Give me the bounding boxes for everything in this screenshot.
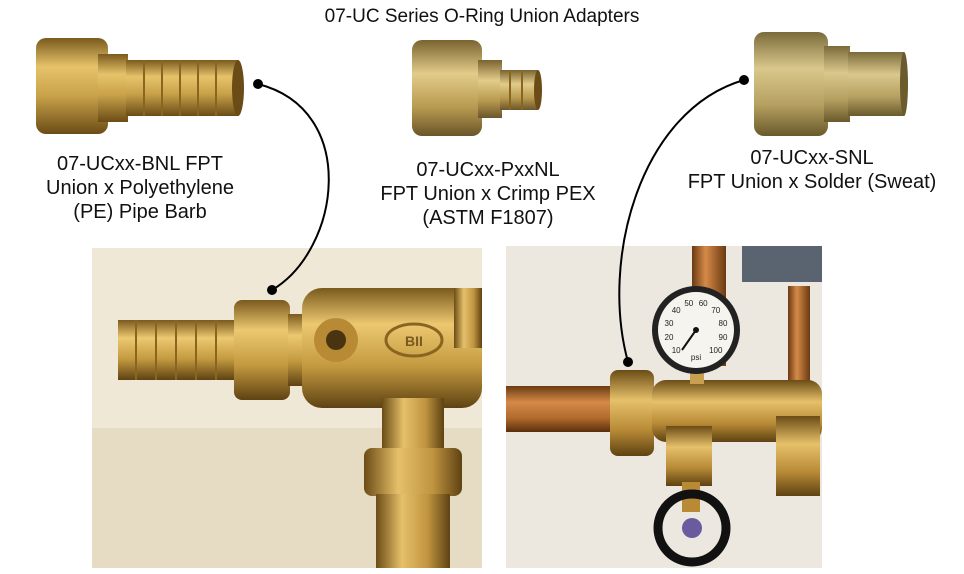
gauge-tick-label: 60 <box>699 299 708 308</box>
connector-dot <box>739 75 749 85</box>
installation-photo-barb: BII <box>92 248 482 568</box>
gauge-tick-label: 30 <box>665 319 674 328</box>
gauge-tick-label: 40 <box>672 306 681 315</box>
gauge-tick-label: 80 <box>719 319 728 328</box>
connector-dot <box>267 285 277 295</box>
page-title: 07-UC Series O-Ring Union Adapters <box>324 6 640 27</box>
barb-adapter-image <box>34 34 246 138</box>
pex-adapter-image <box>410 36 544 142</box>
caption-line: FPT Union x Solder (Sweat) <box>687 171 937 193</box>
product-caption-barb: 07-UCxx-BNL FPT Union x Polyethylene (PE… <box>10 152 270 224</box>
gauge-unit-label: psi <box>691 353 701 362</box>
gauge-tick-label: 100 <box>709 346 723 355</box>
product-caption-pex: 07-UCxx-PxxNL FPT Union x Crimp PEX (AST… <box>350 158 626 230</box>
product-caption-solder: 07-UCxx-SNL FPT Union x Solder (Sweat) <box>664 146 960 194</box>
caption-line: Union x Polyethylene <box>46 177 234 199</box>
gauge-tick-label: 70 <box>711 306 720 315</box>
caption-line: FPT Union x Crimp PEX <box>380 183 596 205</box>
caption-line: 07-UCxx-SNL <box>750 147 874 169</box>
connector-dot <box>253 79 263 89</box>
gauge-tick-label: 50 <box>684 299 693 308</box>
solder-adapter-image <box>752 28 908 140</box>
gauge-tick-label: 90 <box>719 333 728 342</box>
caption-line: (ASTM F1807) <box>422 207 554 229</box>
manufacturer-logo: BII <box>405 333 423 349</box>
caption-line: (PE) Pipe Barb <box>73 201 207 223</box>
gauge-tick-label: 20 <box>665 333 674 342</box>
connector-dot <box>623 357 633 367</box>
caption-line: 07-UCxx-BNL FPT <box>57 153 223 175</box>
caption-line: 07-UCxx-PxxNL <box>416 159 560 181</box>
gauge-tick-label: 10 <box>672 346 681 355</box>
